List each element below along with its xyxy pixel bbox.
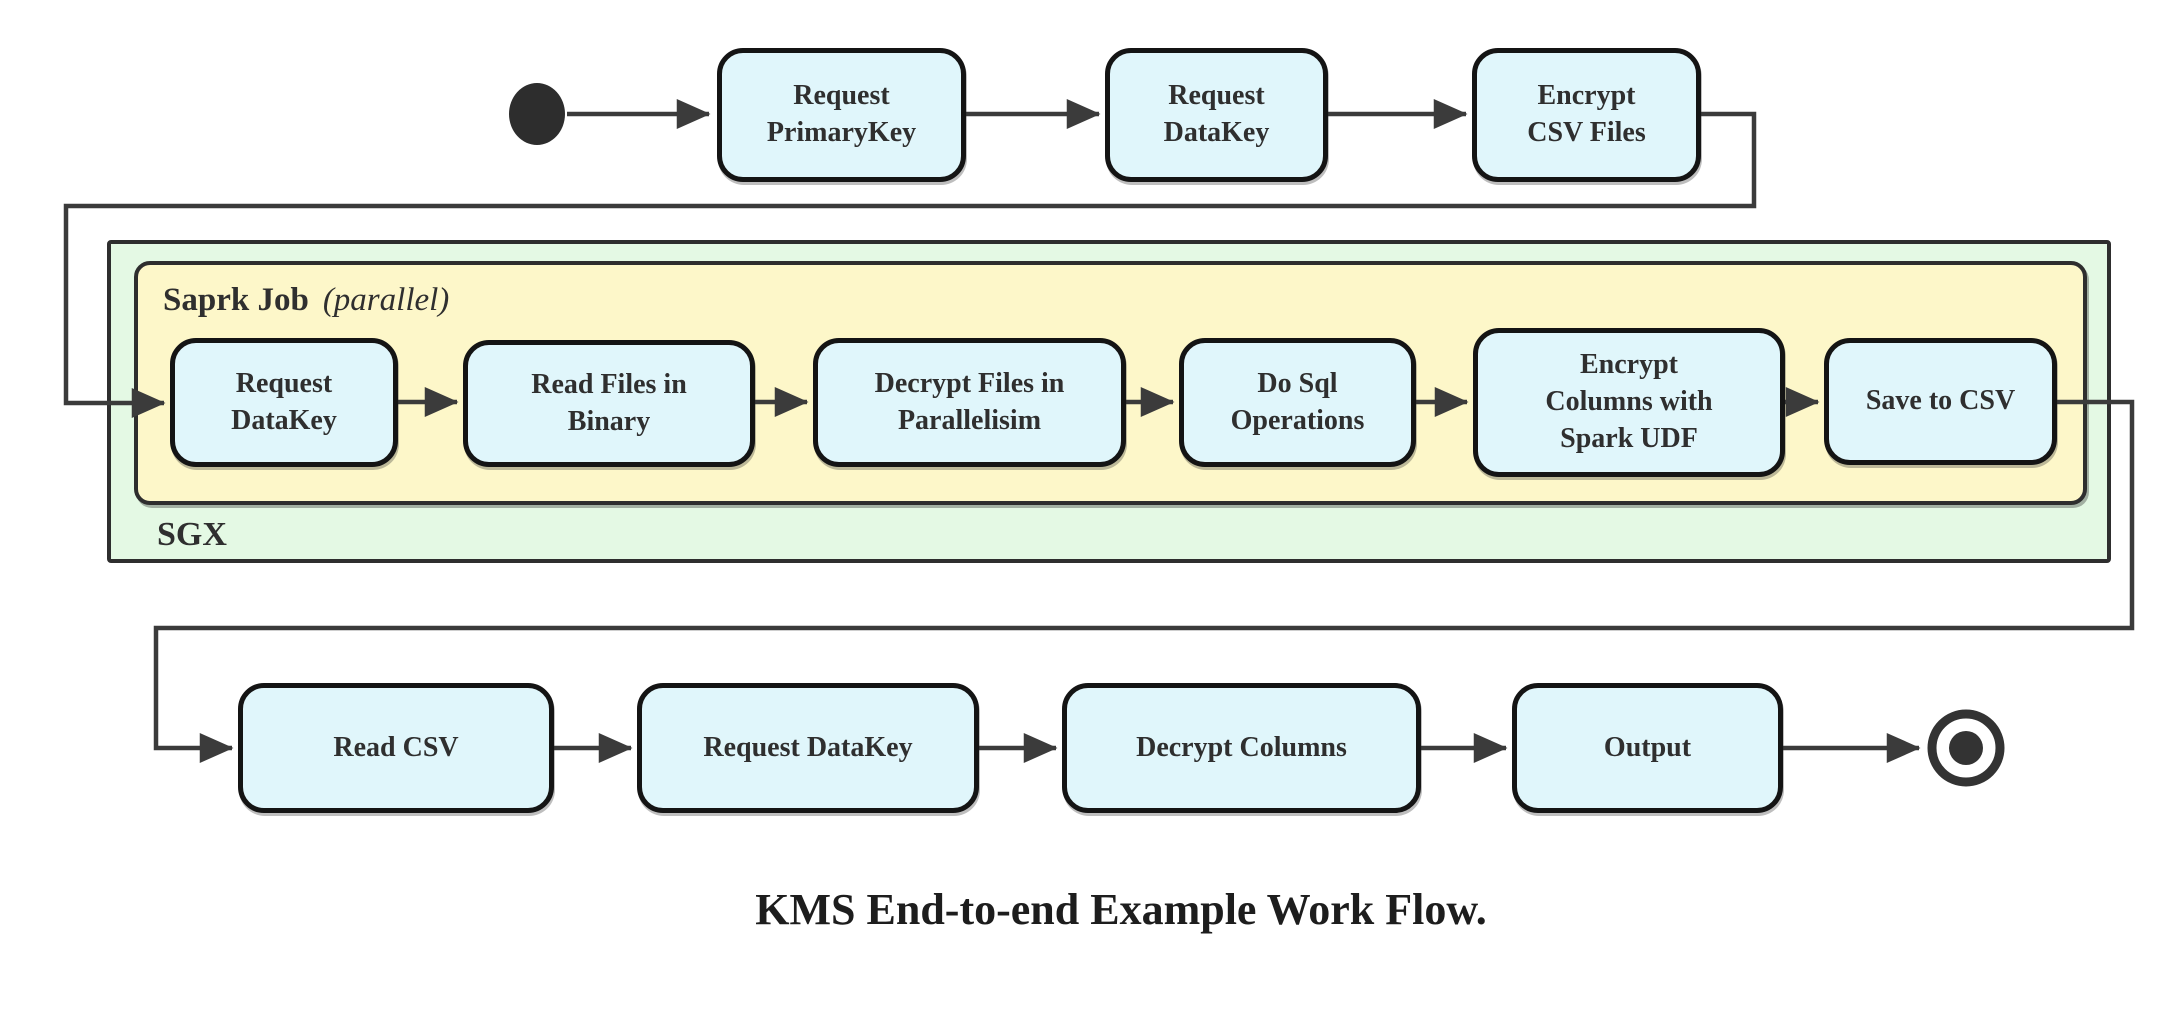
activity-encrypt-columns-with-spark-udf: Encrypt Columns with Spark UDF [1473,328,1785,477]
activity-decrypt-files-in-parallelisim: Decrypt Files in Parallelisim [813,338,1126,467]
activity-save-to-csv: Save to CSV [1824,338,2057,465]
activity-decrypt-columns: Decrypt Columns [1062,683,1421,813]
activity-request-datakey-top: Request DataKey [1105,48,1328,182]
spark-job-parallel-annotation: (parallel) [322,282,450,318]
end-node [1927,709,2005,787]
spark-job-title: Saprk Job (parallel) [163,282,449,319]
spark-job-title-text: Saprk Job [163,282,309,318]
activity-read-files-in-binary: Read Files in Binary [463,340,755,467]
activity-read-csv: Read CSV [238,683,554,813]
activity-do-sql-operations: Do Sql Operations [1179,338,1416,467]
start-node [509,83,565,145]
diagram-caption: KMS End-to-end Example Work Flow. [755,885,1487,934]
activity-request-datakey-bottom: Request DataKey [637,683,979,813]
activity-request-primarykey: Request PrimaryKey [717,48,966,182]
activity-encrypt-csv-files: Encrypt CSV Files [1472,48,1701,182]
activity-output: Output [1512,683,1783,813]
activity-sgx-request-datakey: Request DataKey [170,338,398,467]
sgx-label: SGX [157,516,227,553]
